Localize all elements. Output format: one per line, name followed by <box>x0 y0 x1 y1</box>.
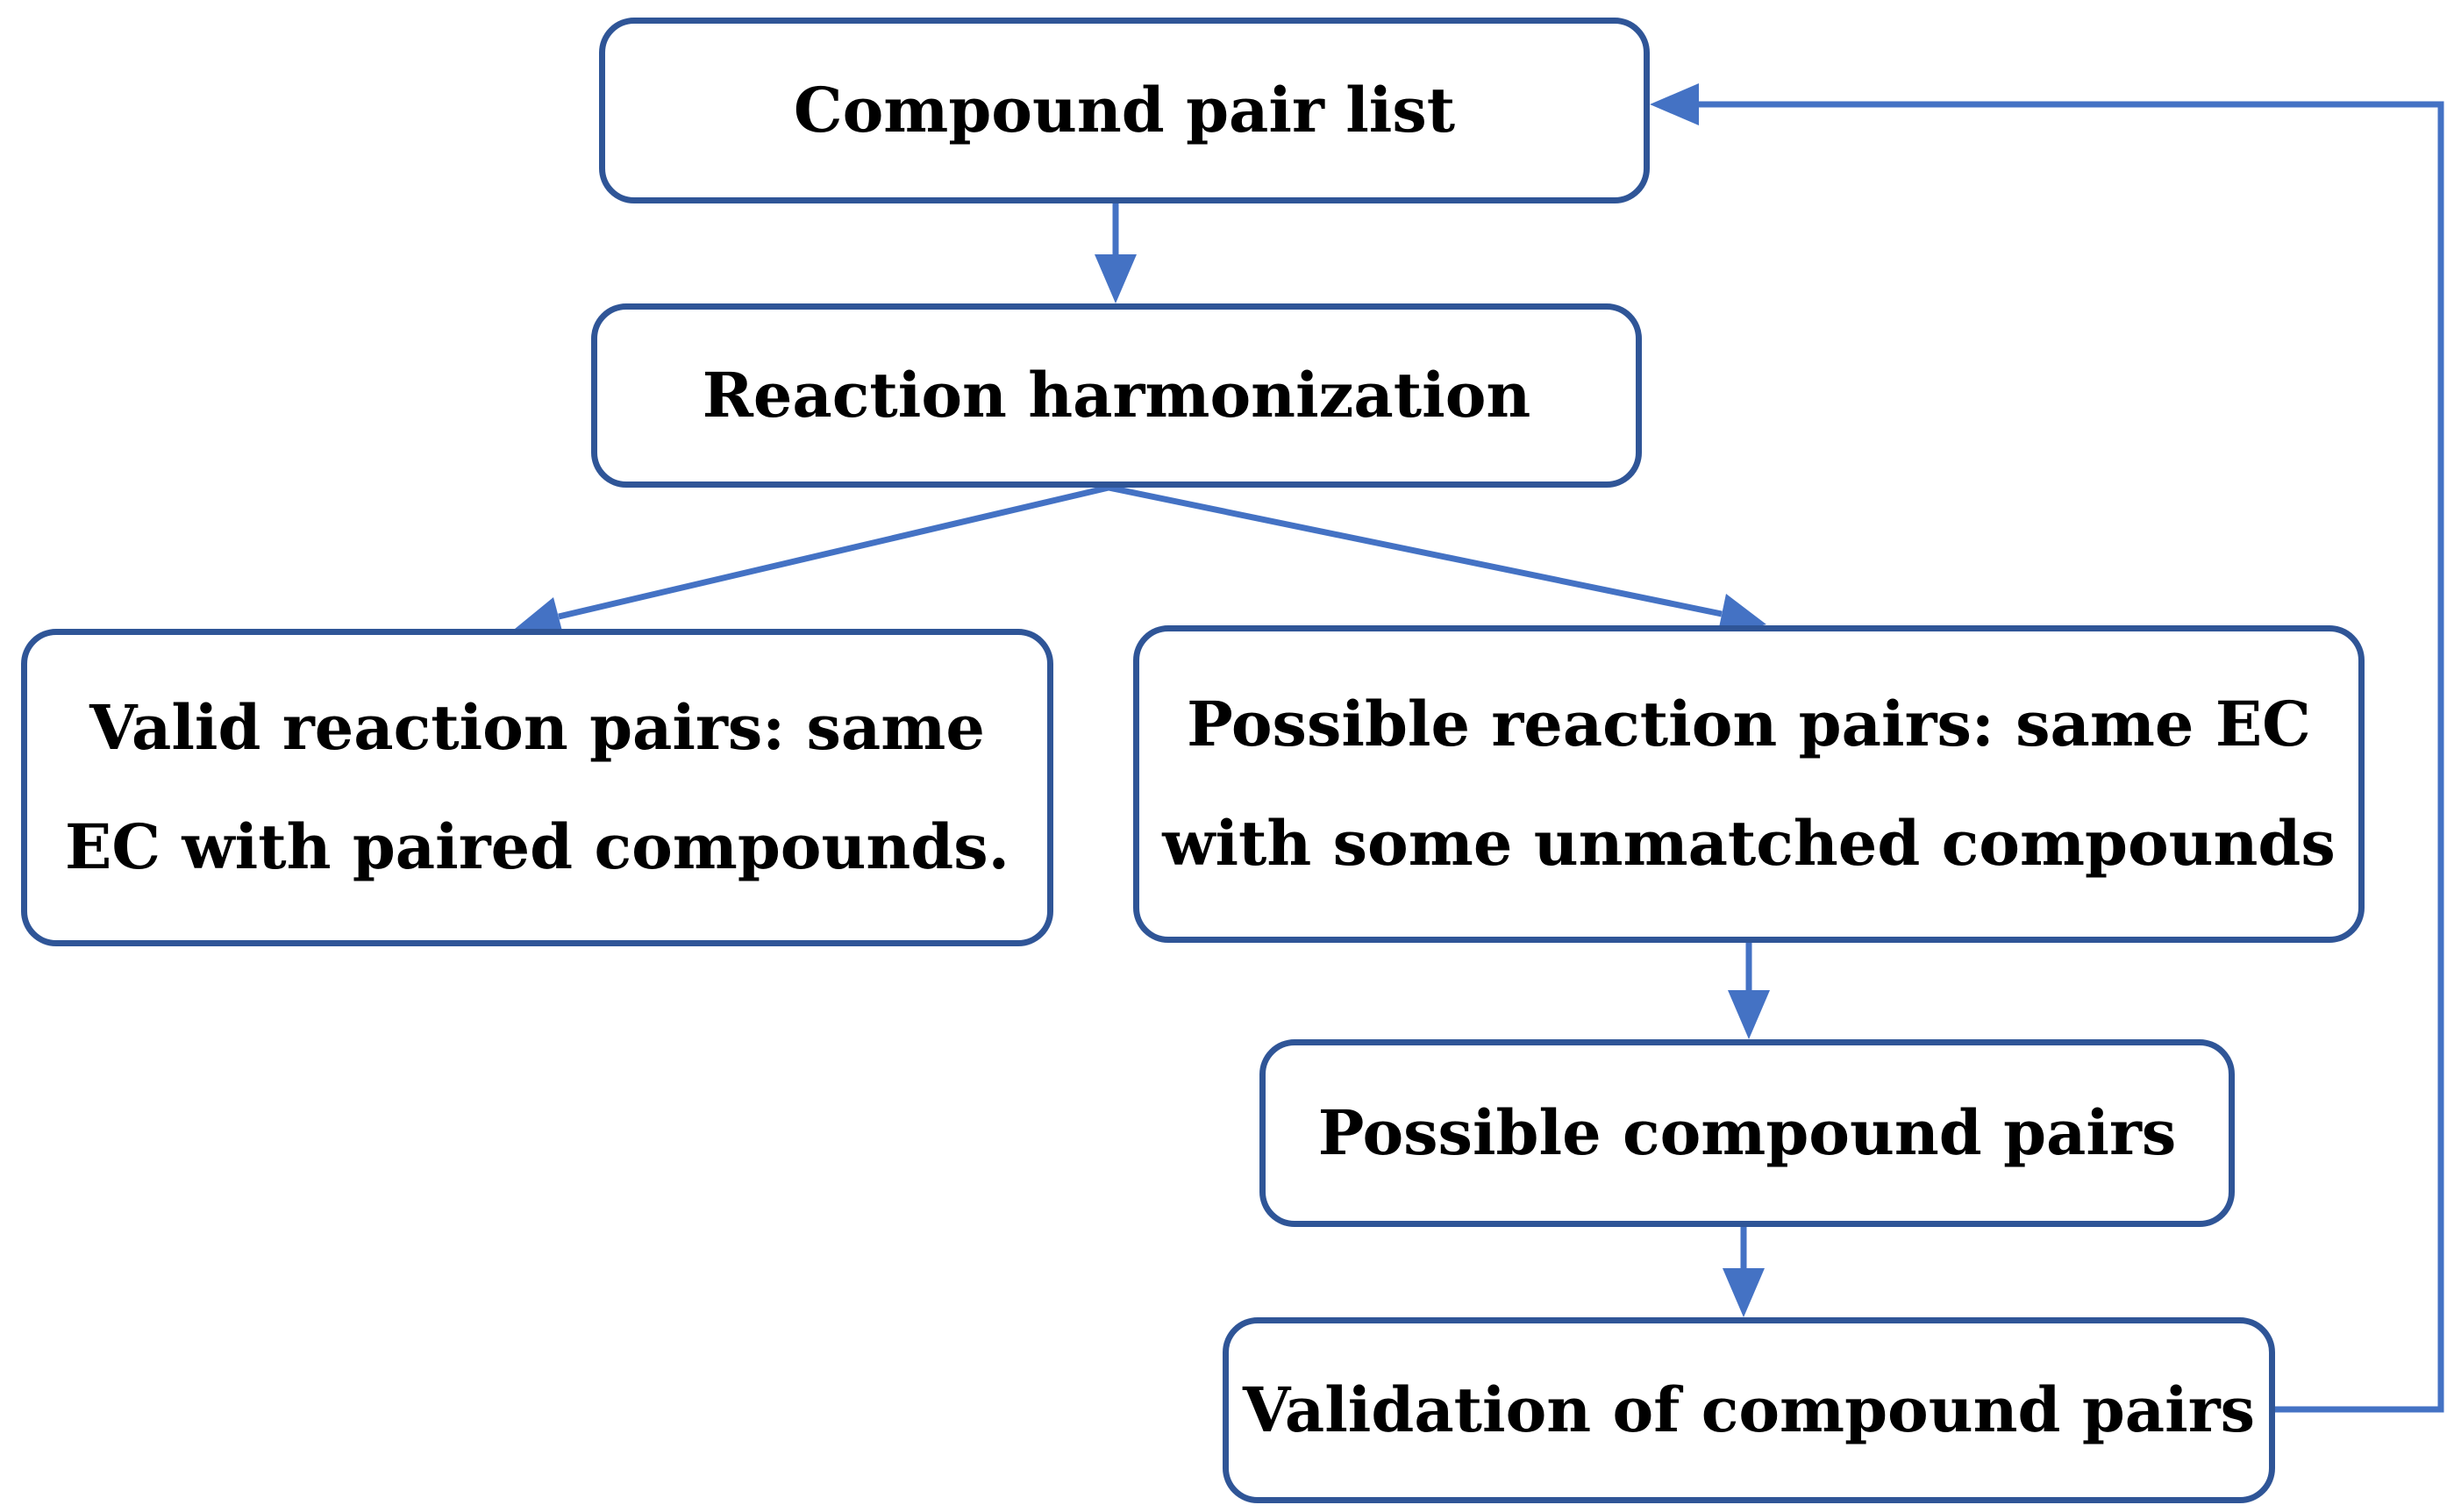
arrow-possible-compound-pairs-to-validation <box>1723 1227 1765 1317</box>
node-label: Possible compound pairs <box>1317 1095 2177 1169</box>
node-validation-of-compound-pairs: Validation of compound pairs <box>1223 1317 2275 1503</box>
arrow-compound-pair-list-to-reaction-harmonization <box>1095 203 1137 303</box>
node-label: Possible reaction pairs: same EC with so… <box>1162 665 2336 904</box>
node-label-line-1: Valid reaction pairs: same <box>89 690 985 764</box>
node-valid-reaction-pairs: Valid reaction pairs: same EC with paire… <box>21 629 1053 946</box>
arrow-reaction-harmonization-to-valid-reaction-pairs <box>515 484 1109 638</box>
node-label-line-2: EC with paired compounds. <box>64 810 1010 883</box>
node-label: Compound pair list <box>793 73 1456 146</box>
node-possible-reaction-pairs: Possible reaction pairs: same EC with so… <box>1133 625 2365 943</box>
arrow-reaction-harmonization-to-possible-reaction-pairs <box>1108 484 1766 636</box>
node-label: Validation of compound pairs <box>1242 1373 2256 1446</box>
node-label-line-1: Possible reaction pairs: same EC <box>1187 687 2311 760</box>
arrow-possible-reaction-pairs-to-possible-compound-pairs <box>1728 943 1770 1039</box>
node-label: Reaction harmonization <box>702 358 1531 431</box>
node-reaction-harmonization: Reaction harmonization <box>591 303 1642 488</box>
arrow-validation-loop-to-compound-pair-list <box>1650 83 2444 1413</box>
node-possible-compound-pairs: Possible compound pairs <box>1259 1039 2235 1227</box>
node-label-line-2: with some unmatched compounds <box>1162 807 2336 880</box>
node-label: Valid reaction pairs: same EC with paire… <box>65 668 1009 908</box>
node-compound-pair-list: Compound pair list <box>599 18 1650 203</box>
